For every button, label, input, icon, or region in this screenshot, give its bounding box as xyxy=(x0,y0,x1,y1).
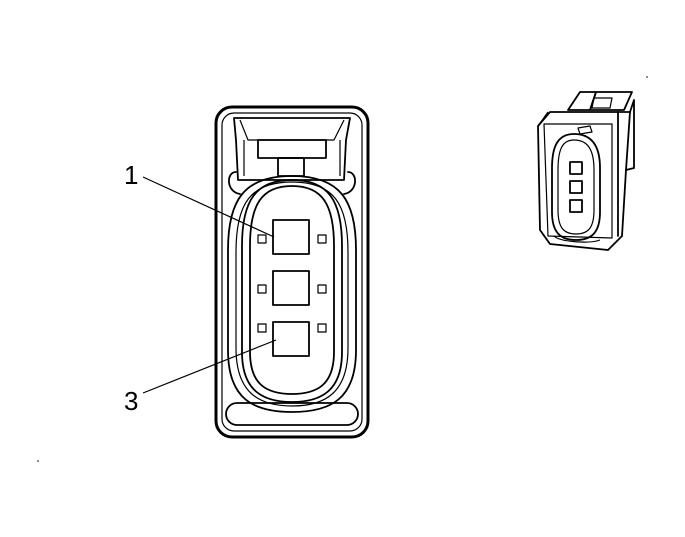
terminal-2 xyxy=(257,270,327,306)
speck xyxy=(646,76,648,78)
connector-housing-inner-outline xyxy=(221,112,363,432)
callout-label-3: 3 xyxy=(124,386,138,416)
connector-face-view: 1 3 xyxy=(124,105,370,439)
connector-isometric-view xyxy=(537,91,635,251)
right-side-tab xyxy=(343,171,356,195)
connector-housing-outline xyxy=(214,105,370,439)
middle-seal-ring xyxy=(235,181,349,407)
speck xyxy=(37,460,39,462)
terminal-3 xyxy=(257,321,327,357)
terminal-1 xyxy=(257,219,327,255)
inner-seal-ring xyxy=(241,179,343,403)
callout-leader-1 xyxy=(142,176,275,238)
callout-label-1: 1 xyxy=(124,160,138,190)
left-side-tab xyxy=(228,171,241,195)
terminal-cavity-outline xyxy=(249,185,335,395)
outer-seal-ring xyxy=(227,175,357,413)
callout-leader-3 xyxy=(142,339,277,394)
locking-latch xyxy=(233,117,351,181)
bottom-release-slot xyxy=(225,402,359,426)
